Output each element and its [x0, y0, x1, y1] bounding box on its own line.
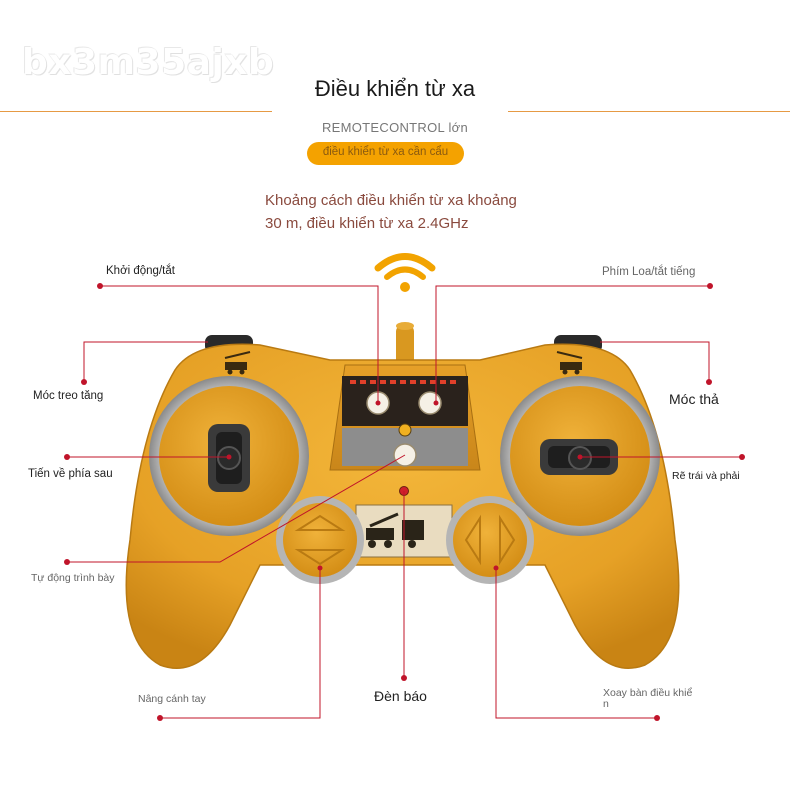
label-forward-back: Tiến về phía sau: [28, 468, 113, 480]
crane-hook-up-icon: [224, 351, 251, 375]
arrow-down-icon: [294, 549, 346, 566]
label-power: Khởi động/tắt: [106, 265, 175, 277]
header-rule-left: [0, 111, 272, 112]
page-title: Điều khiển từ xa: [314, 76, 476, 101]
crane-truck-icon: [366, 512, 424, 548]
label-arm-lift: Nâng cánh tay: [138, 693, 206, 705]
description-line-1: Khoảng cách điều khiển từ xa khoảng: [265, 192, 517, 209]
label-hook-release: Móc thả: [669, 391, 719, 407]
antenna: [396, 326, 414, 366]
arrow-up-icon: [294, 514, 346, 531]
label-indicator: Đèn báo: [374, 688, 427, 704]
subtitle-vietnamese: điều khiển từ xa cần cẩu: [322, 146, 449, 158]
left-dpad: [283, 503, 357, 577]
arrow-right-icon: [499, 514, 516, 566]
label-hook-up: Móc treo tăng: [33, 390, 104, 402]
label-rotate: Xoay bàn điều khiể n: [603, 688, 692, 710]
label-horn: Phím Loa/tắt tiếng: [602, 266, 696, 278]
header-rule-right: [508, 111, 790, 112]
leader-dots: [64, 283, 745, 721]
leader-lines: [67, 285, 742, 719]
label-rotate-line-1: Xoay bàn điều khiể: [603, 687, 693, 699]
label-demo: Tự động trình bày: [31, 572, 115, 584]
wireless-signal-icon: [374, 253, 436, 292]
label-rotate-line-2: n: [603, 698, 609, 710]
arrow-left-icon: [464, 514, 481, 566]
label-turn: Rẽ trái và phải: [672, 470, 740, 482]
subtitle-english: REMOTECONTROL lớn: [321, 120, 469, 135]
range-description: Khoảng cách điều khiển từ xa khoảng 30 m…: [265, 189, 517, 235]
panel-decal-dark: [342, 376, 468, 426]
description-line-2: 30 m, điều khiển từ xa 2.4GHz: [265, 215, 469, 232]
right-dpad: [453, 503, 527, 577]
watermark-text: bx3m35ajxb: [22, 42, 275, 83]
subtitle-pill: [307, 142, 464, 165]
crane-hook-release-icon: [556, 351, 583, 375]
demo-symbol-icon: [398, 423, 412, 437]
